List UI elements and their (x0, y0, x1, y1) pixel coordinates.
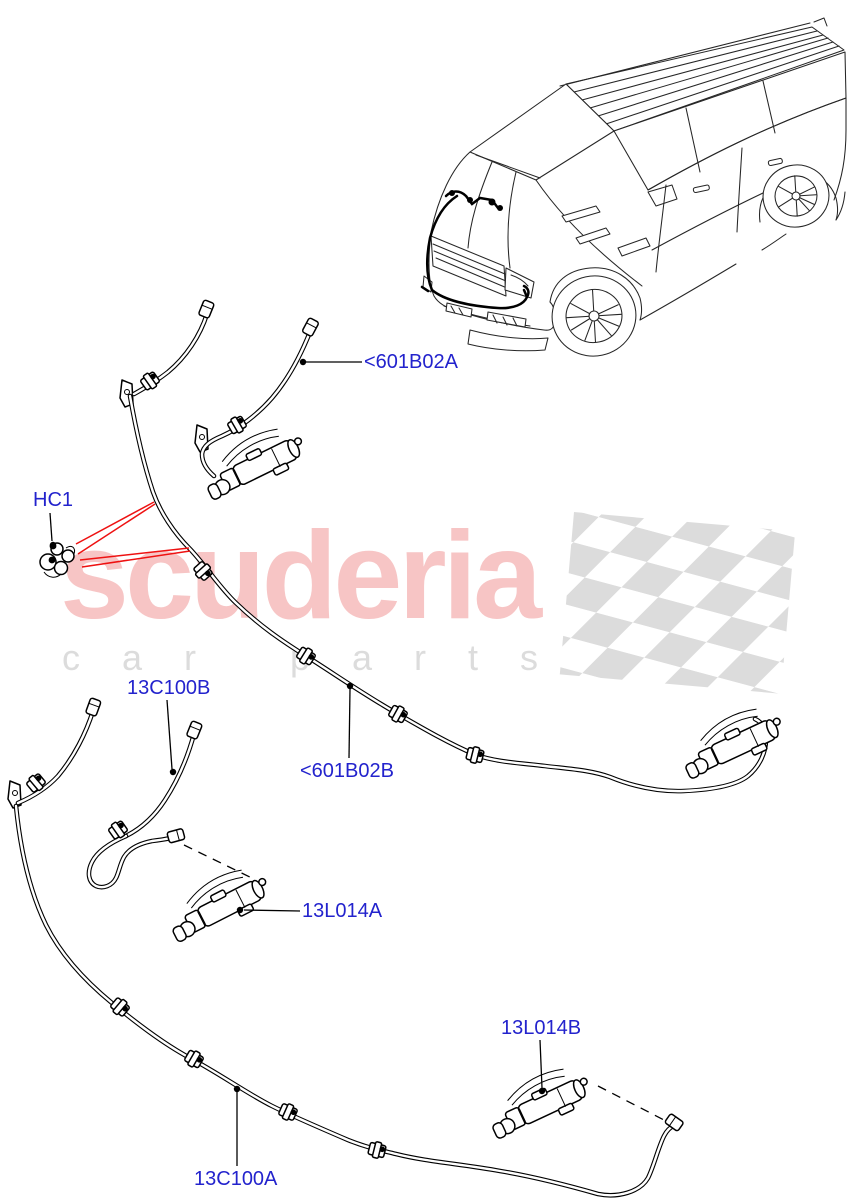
vehicle-hose-highlight (426, 194, 529, 310)
washer-jet-13L014A (159, 858, 276, 948)
hose-13C100A (16, 806, 685, 1195)
part-label-hc1[interactable]: HC1 (33, 489, 74, 511)
part-label-601b02b[interactable]: <601B02B (300, 760, 394, 782)
red-callout-lines (75, 501, 191, 568)
vehicle-illustration (420, 17, 847, 357)
checkered-flag-icon (559, 512, 796, 694)
washer-jet-upper (194, 417, 312, 506)
part-label-13c100b[interactable]: 13C100B (127, 677, 211, 699)
part-label-13l014b[interactable]: 13L014B (501, 1017, 582, 1039)
part-label-601b02a[interactable]: <601B02A (364, 351, 458, 373)
washer-jet-right (673, 697, 790, 785)
leader-lines (49, 358, 546, 1166)
washer-jet-13L014B (480, 1057, 597, 1145)
hc1-clip-part (39, 542, 75, 578)
hose-assembly-13C100B (7, 696, 276, 948)
watermark-brand: scuderia (60, 507, 542, 645)
part-label-13c100a[interactable]: 13C100A (194, 1168, 278, 1190)
part-label-13l014a[interactable]: 13L014A (302, 900, 383, 922)
